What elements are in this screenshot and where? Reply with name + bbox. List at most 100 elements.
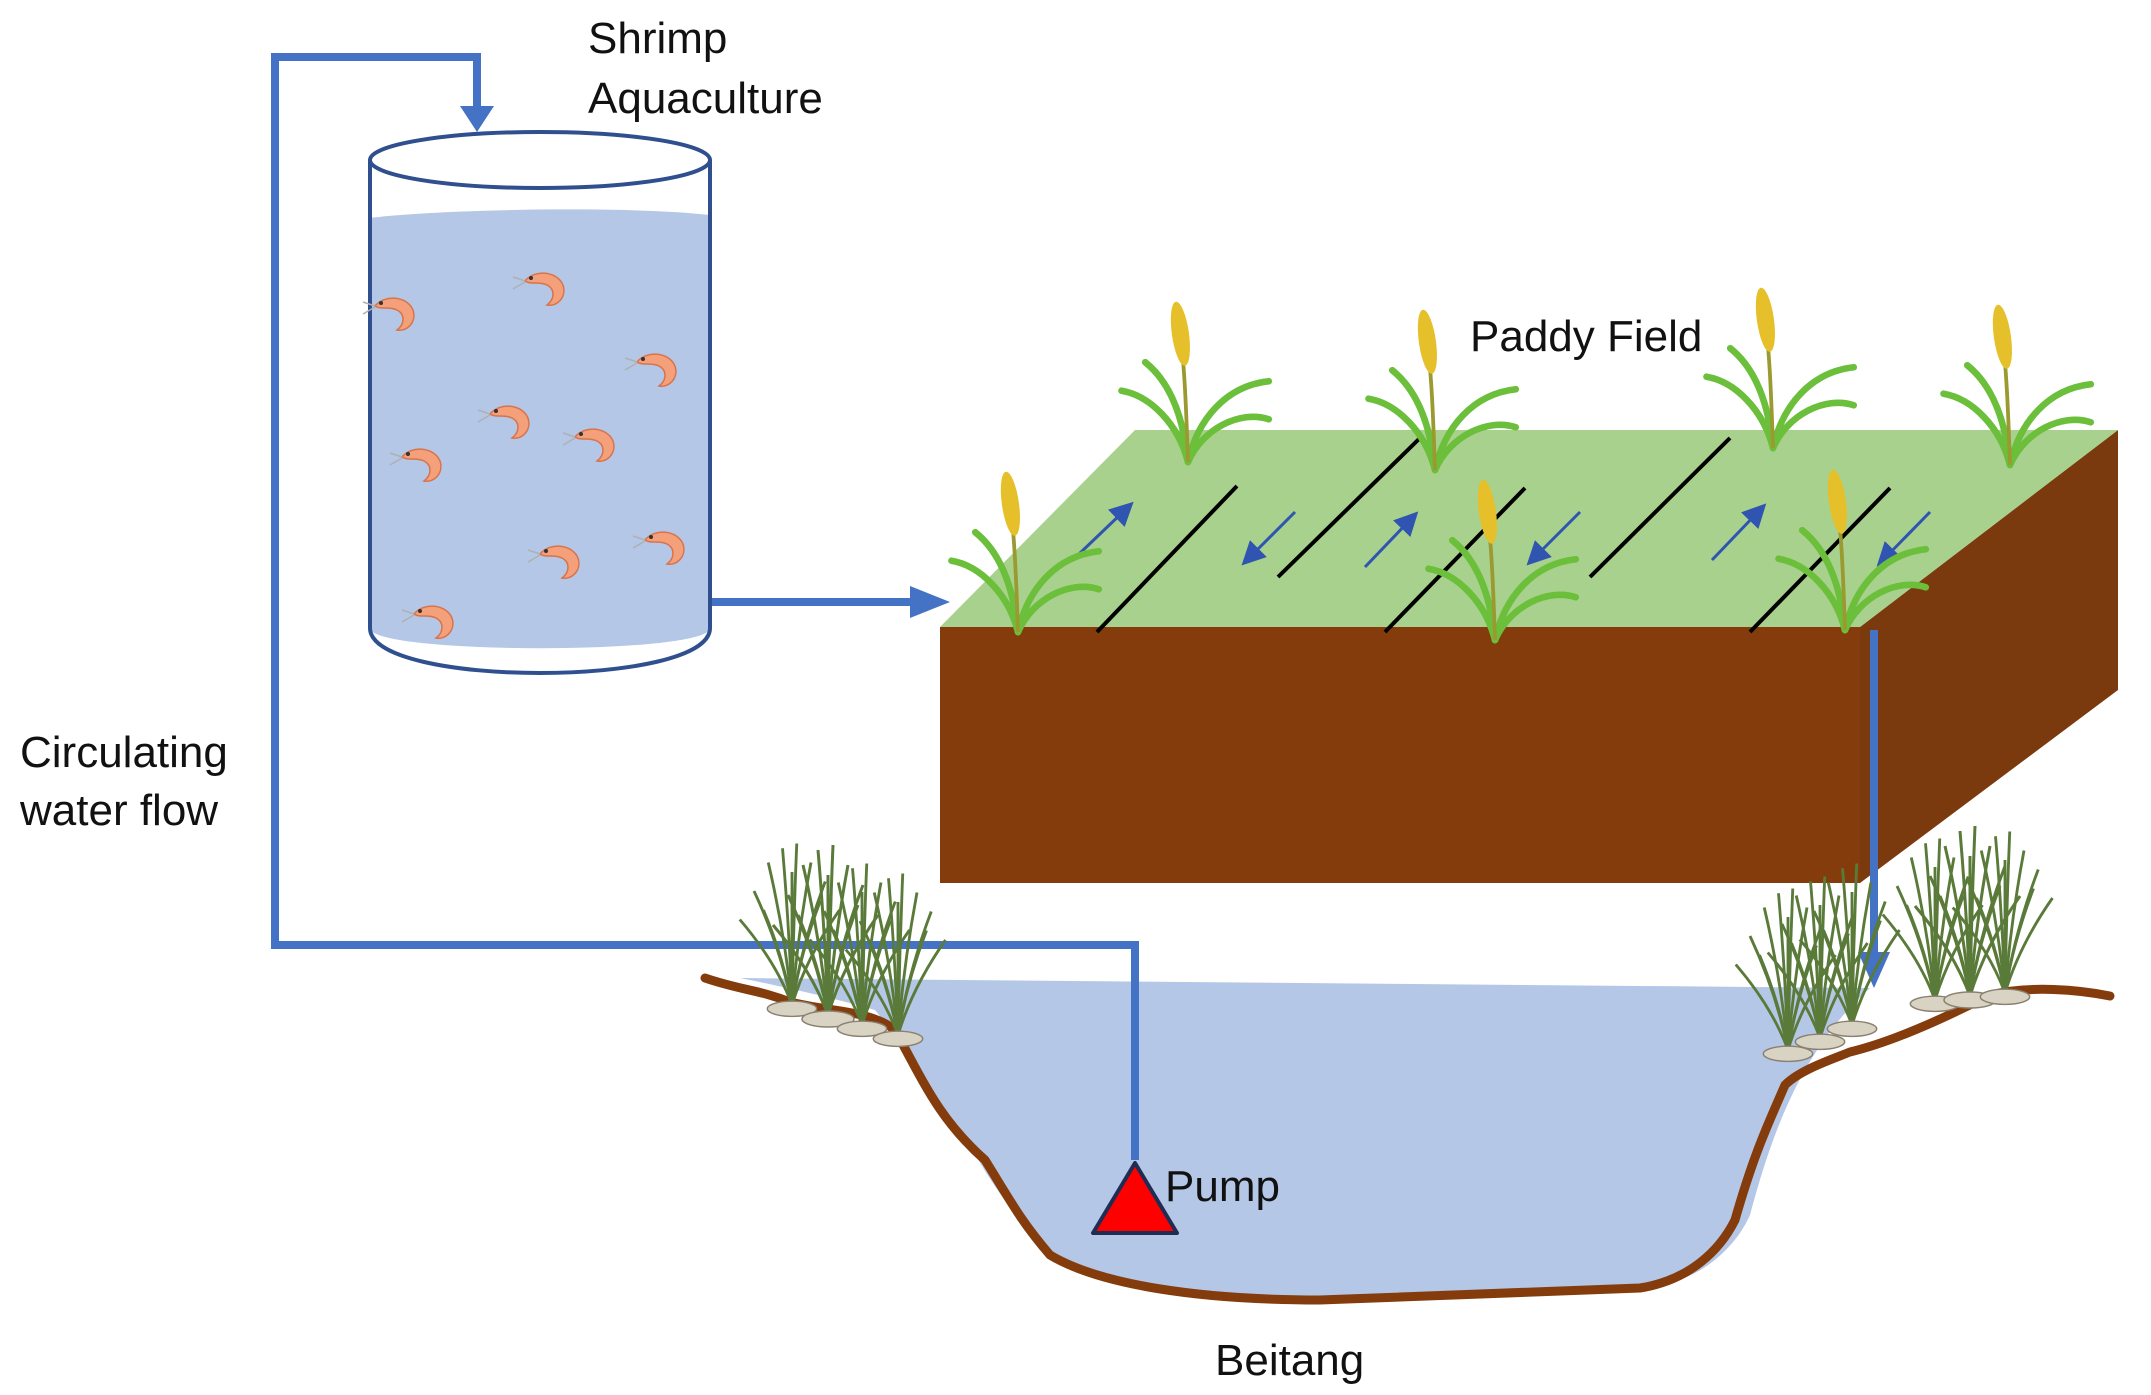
reed-blade: [844, 948, 900, 1036]
ditch-line: [1095, 484, 1239, 634]
circulating-label-line1: Circulating: [20, 728, 228, 777]
rice-plant-icon: [1940, 304, 2095, 469]
reed-blade: [860, 919, 892, 1026]
reed-clump-icon: [1951, 831, 2054, 1006]
reed-clump-icon: [1798, 863, 1901, 1038]
rice-leaf: [1014, 583, 1103, 636]
reed-clump-icon: [738, 843, 841, 1018]
shrimp-icon: [527, 545, 580, 579]
reed-blade: [771, 924, 830, 1016]
field-flow-arrow: [1076, 501, 1134, 557]
rice-grain: [1417, 309, 1437, 374]
reed-blade: [1968, 895, 2022, 997]
reed-blade: [860, 929, 911, 1026]
shrimp-body: [400, 448, 442, 482]
reed-blade: [868, 939, 900, 1036]
reed-blade: [1766, 951, 1822, 1039]
paddy-field-label: Paddy Field: [1470, 312, 1703, 361]
soil-side: [1860, 430, 2118, 883]
field-flow-arrow: [1526, 510, 1582, 566]
reed-clump-icon: [1766, 876, 1869, 1051]
reed-blade: [1968, 885, 2002, 997]
shrimp-icon: [401, 605, 454, 639]
circulating-label-line2: water flow: [20, 786, 219, 835]
reed-clump-icon: [808, 863, 911, 1038]
ditch-line: [1588, 436, 1732, 579]
reed-blade: [1938, 895, 1972, 997]
shrimp-eye: [529, 276, 533, 280]
tank-top-rim: [368, 130, 712, 190]
ditch-line: [1276, 436, 1422, 579]
rice-plant-icon: [1118, 301, 1273, 466]
field-flow-arrow: [1710, 503, 1767, 562]
reed-blade: [896, 929, 928, 1036]
reed-blade: [2003, 887, 2035, 994]
rice-leaf: [1491, 591, 1580, 644]
shrimp-eye: [579, 432, 583, 436]
shrimp-antennae: [632, 535, 646, 549]
reed-clump-icon: [844, 873, 947, 1048]
field-flow-arrow: [1241, 510, 1297, 566]
rice-grain: [1827, 469, 1847, 534]
shrimp-body: [643, 531, 685, 565]
reed-blade: [1975, 897, 2007, 994]
rice-leaf: [1431, 421, 1520, 474]
tank-water: [370, 209, 710, 649]
shrimp-icon: [562, 428, 615, 462]
shrimp-tank: [368, 130, 712, 675]
field-flow-arrows: [1076, 501, 1932, 569]
reed-roots: [836, 1020, 888, 1038]
reed-blade: [738, 918, 794, 1006]
reed-blade: [796, 914, 830, 1016]
reed-roots: [1979, 988, 2031, 1006]
shrimp-eye: [544, 549, 548, 553]
tank-bottom-rim: [368, 627, 712, 675]
pond-water: [740, 978, 1870, 1300]
shrimp-antennae: [562, 432, 576, 446]
shrimp-antennae: [477, 409, 491, 423]
pump-label: Pump: [1165, 1162, 1280, 1211]
shrimp-antennae: [389, 452, 403, 466]
reed-blade: [1968, 845, 1992, 997]
reed-clumps: [738, 825, 2054, 1063]
reed-blade: [808, 938, 864, 1026]
arrow-into-field: [910, 586, 950, 618]
reed-blade: [1881, 913, 1937, 1001]
reed-blade: [762, 909, 794, 1006]
reed-blade: [896, 939, 947, 1036]
shrimp-eye: [379, 301, 383, 305]
rice-leaf: [1184, 413, 1273, 466]
ditch-line: [1383, 486, 1527, 634]
rice-plant-icon: [1365, 309, 1520, 474]
shrimp-icon: [389, 448, 442, 482]
shrimp-antennae: [527, 549, 541, 563]
shrimp-label-line2: Aquaculture: [588, 74, 823, 123]
shrimp-body: [488, 405, 530, 439]
reed-blade: [1913, 905, 1972, 997]
reed-blade: [2003, 897, 2054, 994]
shrimp-icon: [362, 297, 415, 331]
reed-blade: [1933, 904, 1984, 1001]
shrimp-antennae: [362, 301, 376, 315]
field-top: [940, 430, 2118, 627]
reed-blade: [790, 909, 841, 1006]
reed-blade: [1850, 919, 1882, 1026]
paddy-field-block: [940, 430, 2118, 883]
rice-grain: [1170, 301, 1190, 366]
ditch-line: [1748, 486, 1892, 634]
rice-leaf: [1769, 399, 1858, 452]
reed-blade: [1850, 929, 1901, 1026]
reed-blade: [1822, 929, 1854, 1026]
shrimp-eye: [418, 609, 422, 613]
shrimp-icon: [624, 353, 677, 387]
soil-front: [940, 627, 1860, 883]
shrimp-icon: [512, 272, 565, 306]
reed-roots: [1826, 1020, 1878, 1038]
rice-grain: [1992, 304, 2012, 369]
reed-roots: [1762, 1045, 1814, 1063]
shrimp-eye: [406, 452, 410, 456]
reed-blade: [1758, 954, 1790, 1051]
reed-roots: [766, 1000, 818, 1018]
